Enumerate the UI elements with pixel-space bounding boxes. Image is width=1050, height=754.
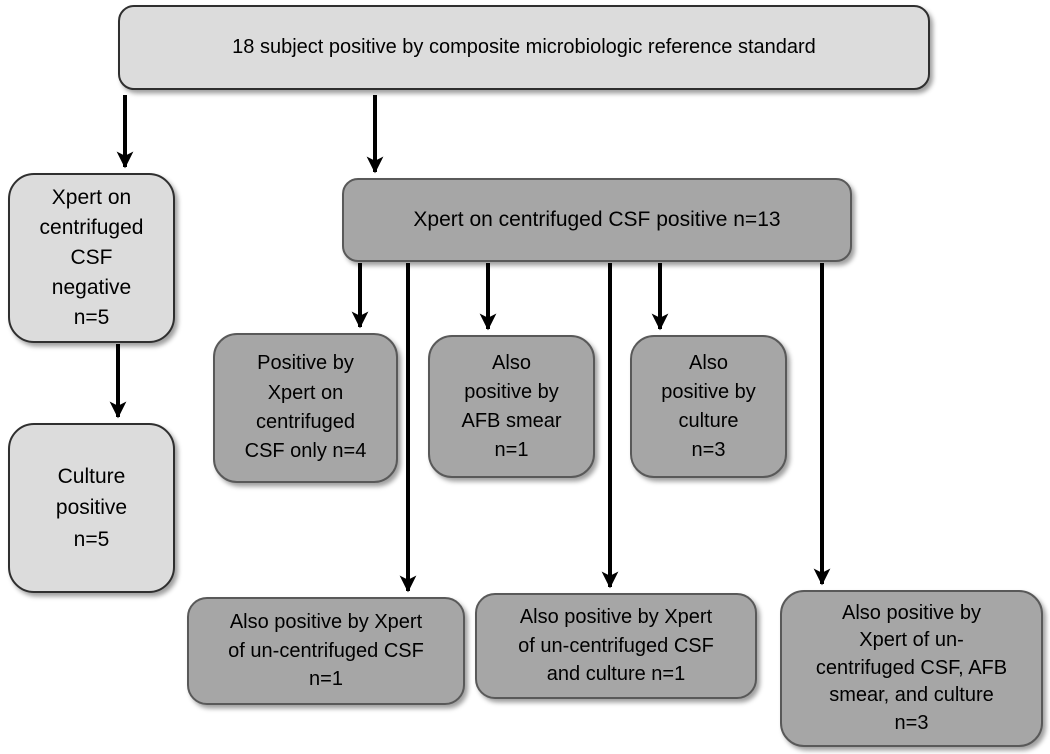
node-positive-xpert-centrifuged-only-label: Positive by Xpert on centrifuged CSF onl… — [244, 352, 367, 463]
node-positive-xpert-centrifuged-only: Positive by Xpert on centrifuged CSF onl… — [213, 333, 398, 483]
node-also-positive-xpert-uncentrifuged-afb-culture-label: Also positive by Xpert of un- centrifuge… — [815, 601, 1008, 734]
node-culture-positive-label: Culture positive n=5 — [55, 464, 128, 551]
node-also-positive-xpert-uncentrifuged-culture: Also positive by Xpert of un-centrifuged… — [475, 593, 757, 699]
node-also-positive-xpert-uncentrifuged-label: Also positive by Xpert of un-centrifuged… — [228, 611, 424, 691]
node-culture-positive: Culture positive n=5 — [8, 423, 175, 593]
node-root-label: 18 subject positive by composite microbi… — [232, 36, 816, 58]
node-root: 18 subject positive by composite microbi… — [118, 5, 930, 90]
node-also-positive-xpert-uncentrifuged: Also positive by Xpert of un-centrifuged… — [187, 597, 465, 705]
node-xpert-centrifuged-negative-label: Xpert on centrifuged CSF negative n=5 — [39, 186, 144, 329]
node-also-positive-afb-smear: Also positive by AFB smear n=1 — [428, 335, 595, 478]
node-also-positive-xpert-uncentrifuged-culture-label: Also positive by Xpert of un-centrifuged… — [518, 606, 714, 686]
node-also-positive-culture-label: Also positive by culture n=3 — [661, 351, 756, 461]
node-xpert-centrifuged-positive-label: Xpert on centrifuged CSF positive n=13 — [413, 208, 781, 231]
node-also-positive-culture: Also positive by culture n=3 — [630, 335, 787, 478]
node-xpert-centrifuged-negative: Xpert on centrifuged CSF negative n=5 — [8, 173, 175, 343]
node-also-positive-xpert-uncentrifuged-afb-culture: Also positive by Xpert of un- centrifuge… — [780, 590, 1043, 747]
node-also-positive-afb-smear-label: Also positive by AFB smear n=1 — [461, 351, 562, 461]
node-xpert-centrifuged-positive: Xpert on centrifuged CSF positive n=13 — [342, 178, 852, 262]
